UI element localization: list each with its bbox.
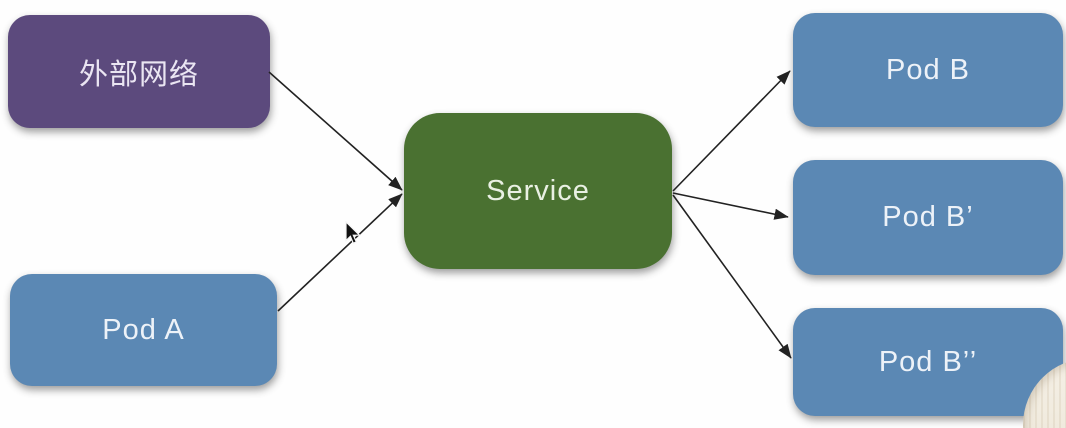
edge-service-to-pod-b	[672, 70, 791, 192]
edge-service-to-pod-b-double-prime	[672, 194, 792, 359]
node-pod-a-label: Pod A	[102, 313, 185, 346]
edge-external-network-to-service	[268, 71, 403, 191]
edge-service-to-pod-b-prime	[672, 192, 789, 220]
mouse-cursor-icon	[345, 221, 361, 244]
node-pod-b: Pod B	[793, 13, 1063, 127]
node-service-label: Service	[486, 174, 590, 207]
node-pod-b-double-prime-label: Pod B’’	[878, 345, 978, 378]
node-pod-b-double-prime: Pod B’’	[793, 308, 1063, 416]
node-pod-a: Pod A	[10, 274, 277, 386]
node-pod-b-prime: Pod B’	[793, 160, 1063, 275]
node-external-network-label: 外部网络	[78, 58, 199, 91]
node-external-network: 外部网络	[8, 15, 270, 128]
node-pod-b-label: Pod B	[886, 53, 970, 86]
edge-pod-a-to-service	[277, 193, 403, 312]
node-pod-b-prime-label: Pod B’	[882, 201, 974, 233]
node-service: Service	[404, 113, 672, 269]
